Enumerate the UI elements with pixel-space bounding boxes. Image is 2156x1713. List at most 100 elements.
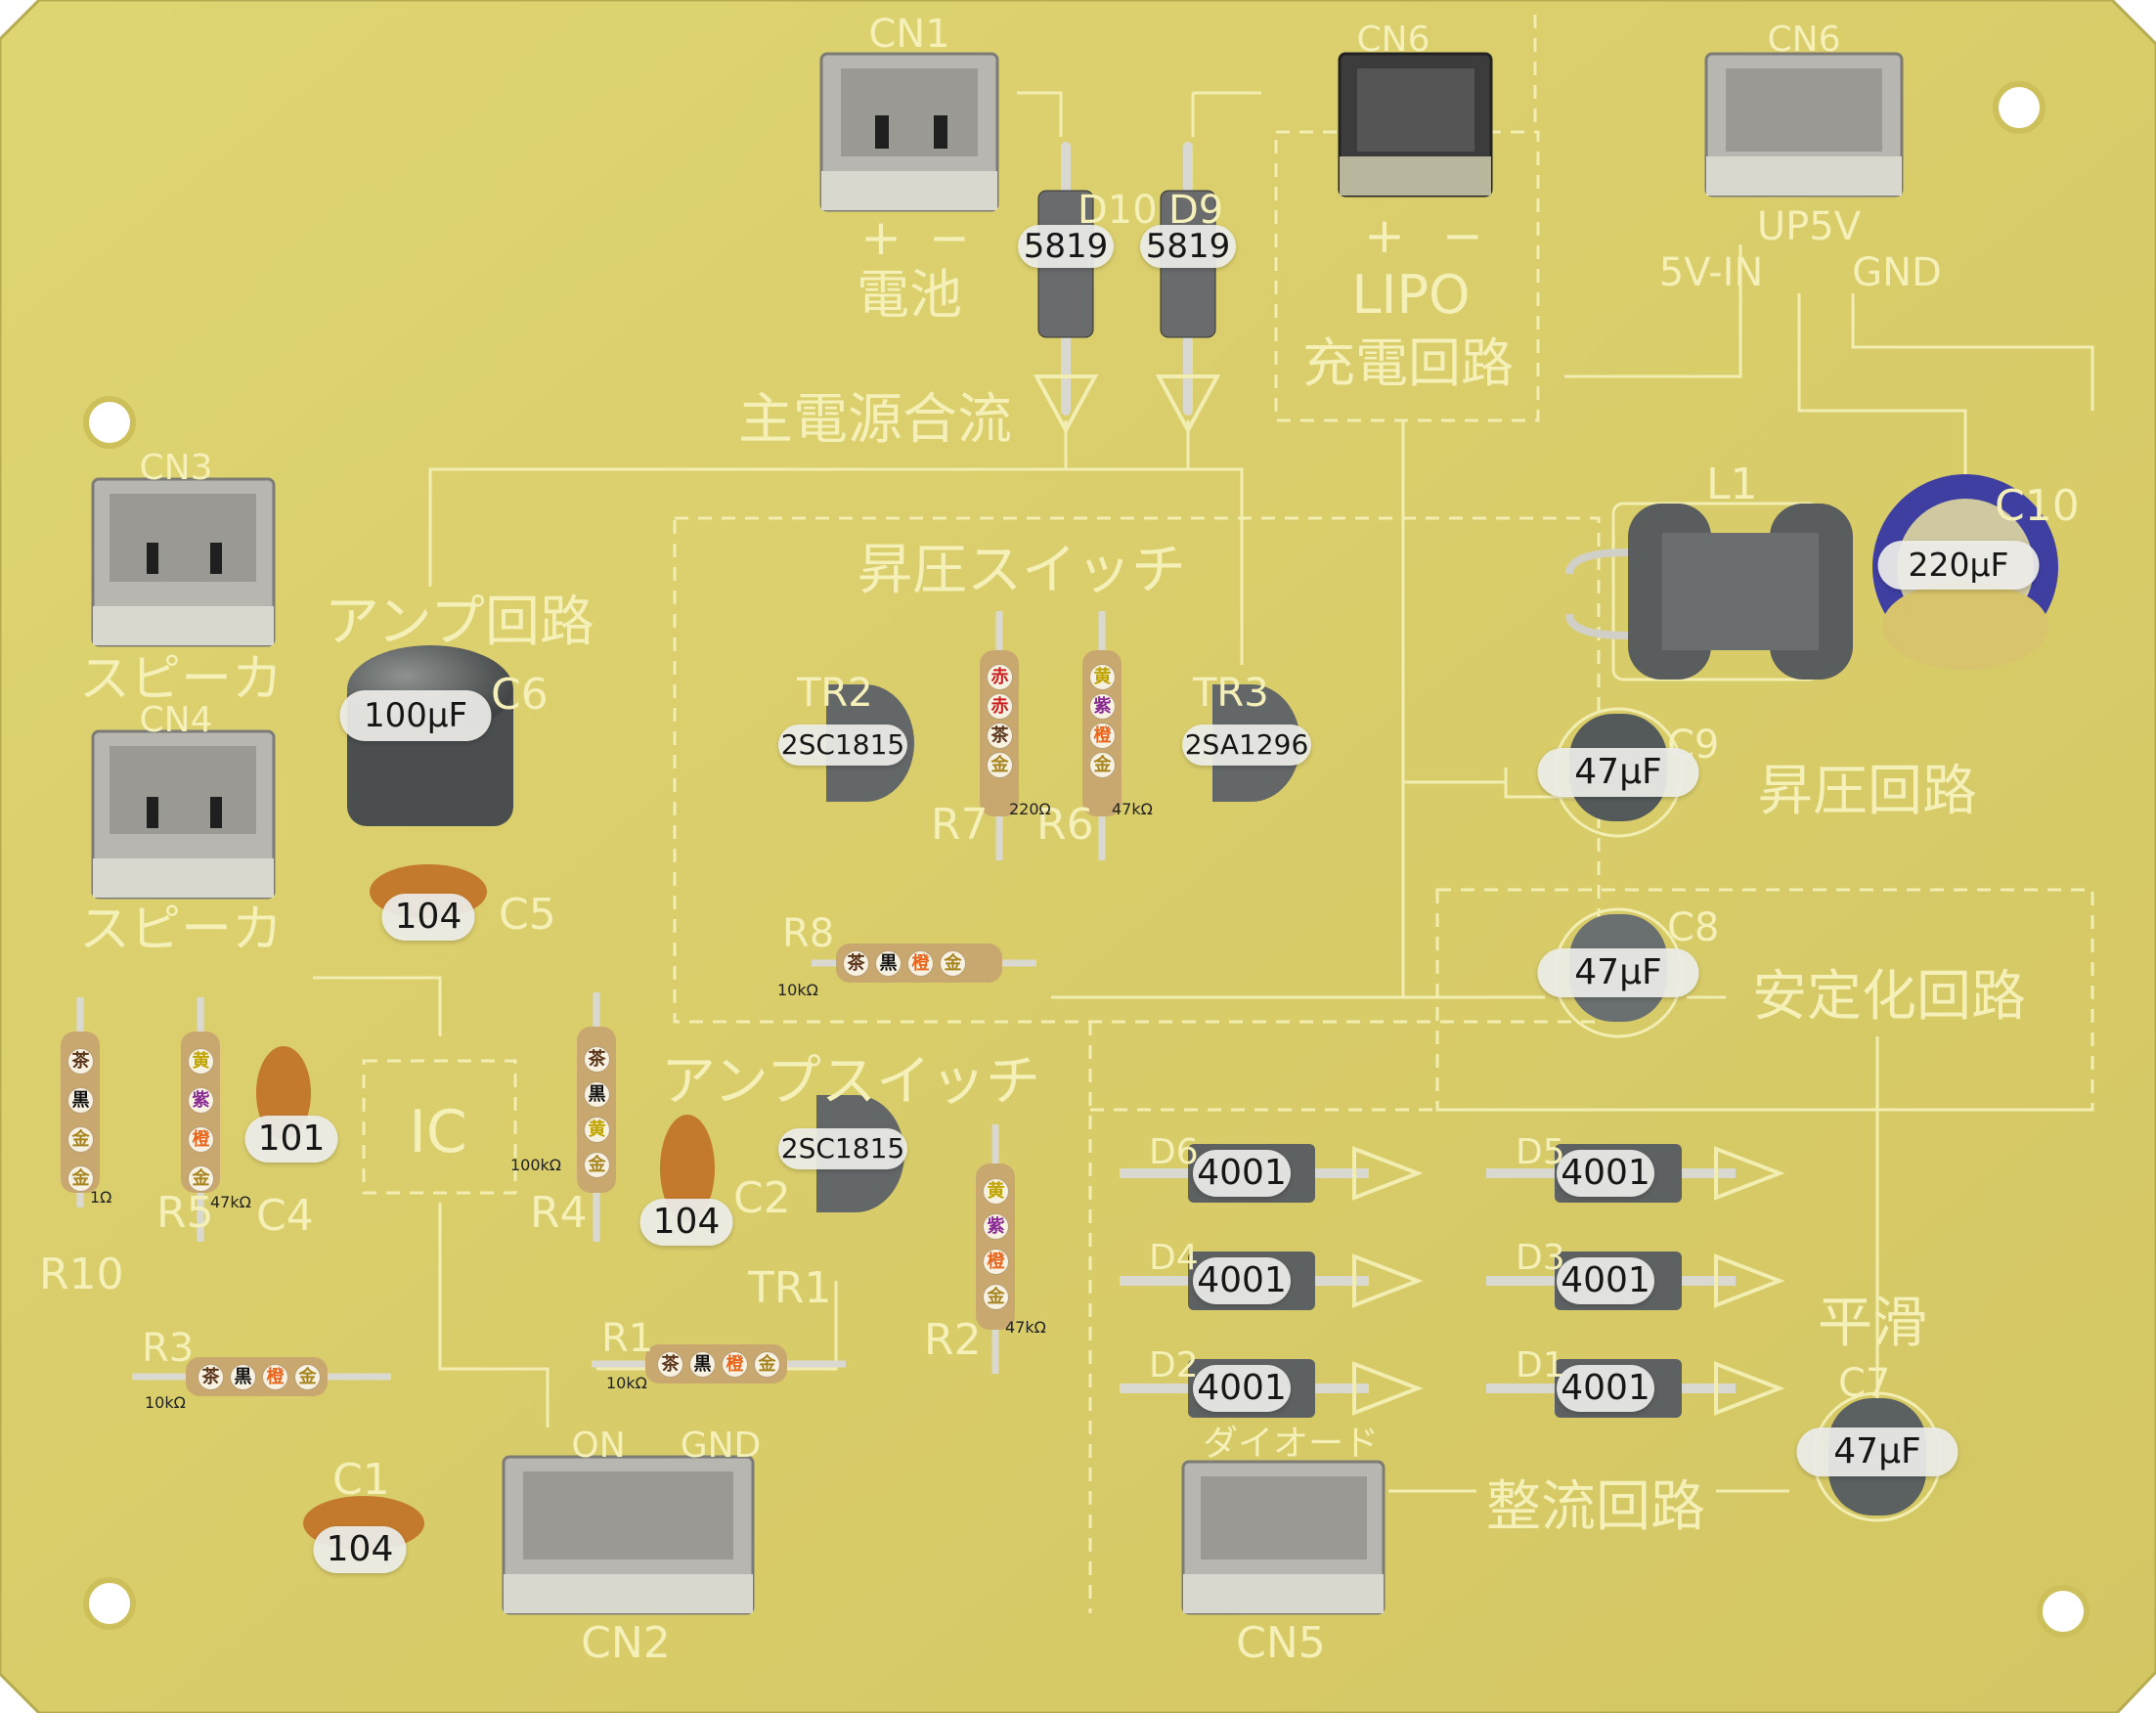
- connector-cn2[interactable]: [502, 1455, 755, 1615]
- connector-cn4-speaker[interactable]: [91, 729, 276, 900]
- resistor-r2-value: 47kΩ: [1005, 1318, 1046, 1337]
- part-tr1: 2SC1815: [778, 1128, 907, 1169]
- ref-r4: R4: [530, 1188, 588, 1238]
- part-c2: 104: [639, 1199, 733, 1246]
- resistor-r1-value: 10kΩ: [606, 1374, 647, 1392]
- inductor-l1: [1565, 502, 1853, 681]
- silk-gnd: GND: [1852, 250, 1942, 295]
- part-c6: 100μF: [339, 690, 492, 741]
- resistor-r3-value: 10kΩ: [145, 1393, 186, 1412]
- part-c7: 47μF: [1796, 1428, 1958, 1476]
- mounting-hole: [2037, 1585, 2090, 1638]
- silk-arrows: [313, 91, 2094, 1493]
- silk-speaker-1: スピーカ: [79, 650, 283, 709]
- resistor-r7-value: 220Ω: [1009, 800, 1051, 818]
- part-d6: 4001: [1193, 1150, 1291, 1197]
- resistor-r8-band-4: 金: [940, 950, 966, 977]
- mounting-hole: [1993, 81, 2046, 134]
- connector-cn6-up5v[interactable]: [1704, 52, 1904, 198]
- ref-d4: D4: [1149, 1238, 1199, 1278]
- merge-triangles: [1033, 374, 1221, 435]
- ref-cn1: CN1: [868, 12, 949, 57]
- silk-plus-battery: +: [860, 209, 902, 266]
- resistor-r4-band-3: 黄: [584, 1117, 610, 1143]
- silk-boost-switch: 昇圧スイッチ: [858, 539, 1186, 602]
- silk-amp-circuit: アンプ回路: [325, 591, 594, 654]
- resistor-r8-band-1: 茶: [843, 950, 869, 977]
- resistor-r10-band-3: 金: [67, 1126, 94, 1153]
- ref-d3: D3: [1516, 1238, 1565, 1278]
- mounting-hole: [83, 1577, 136, 1630]
- ref-tr2: TR2: [796, 671, 873, 716]
- resistor-r5-value: 47kΩ: [210, 1193, 251, 1211]
- resistor-r8-band-2: 黒: [875, 950, 902, 977]
- part-c4: 101: [244, 1116, 338, 1163]
- resistor-r7-band-3: 茶: [987, 723, 1013, 749]
- connector-cn3-speaker[interactable]: [91, 477, 276, 647]
- disc-c2: [660, 1115, 715, 1222]
- ref-c10: C10: [1995, 481, 2080, 531]
- silk-plus-lipo: +: [1364, 207, 1405, 264]
- resistor-r7-band-4: 金: [987, 752, 1013, 778]
- connector-cn5[interactable]: [1181, 1460, 1386, 1615]
- silk-up5v: UP5V: [1757, 204, 1862, 249]
- ref-r8: R8: [782, 911, 834, 956]
- ref-r10: R10: [39, 1250, 124, 1299]
- ref-cn6-up5v: CN6: [1768, 20, 1841, 60]
- ref-r7: R7: [931, 800, 989, 850]
- resistor-r3-band-2: 黒: [230, 1364, 256, 1390]
- silk-on: ON: [571, 1426, 625, 1466]
- resistor-r10-band-4: 金: [67, 1165, 94, 1192]
- silk-5v-in: 5V-IN: [1659, 250, 1764, 295]
- resistor-r8-band-3: 橙: [907, 950, 934, 977]
- ref-r6: R6: [1036, 800, 1094, 850]
- ic-region: [362, 1059, 517, 1195]
- ref-c7: C7: [1838, 1361, 1890, 1406]
- diode-arrow-silk: [1352, 1146, 1785, 1416]
- resistor-r10-band-2: 黒: [67, 1087, 94, 1114]
- part-c9: 47μF: [1537, 748, 1699, 797]
- silk-diode: ダイオード: [1203, 1424, 1379, 1464]
- resistor-r1-body: [592, 1344, 846, 1384]
- connector-cn6-lipo[interactable]: [1338, 52, 1493, 198]
- ref-r2: R2: [924, 1315, 982, 1365]
- part-d3: 4001: [1557, 1257, 1654, 1304]
- resistor-r10-band-1: 茶: [67, 1048, 94, 1075]
- part-d1: 4001: [1557, 1365, 1654, 1412]
- resistor-r1-band-3: 橙: [722, 1351, 748, 1378]
- ref-tr3: TR3: [1192, 671, 1269, 716]
- ref-cn6-lipo: CN6: [1357, 20, 1430, 60]
- resistor-r4-band-4: 金: [584, 1152, 610, 1178]
- ref-c1: C1: [332, 1455, 390, 1505]
- part-tr2: 2SC1815: [778, 725, 907, 766]
- silk-text: CN1 CN6 CN6 CN3 CN4 CN2 CN5 + − 電池 + − L…: [39, 12, 2080, 1668]
- part-d4: 4001: [1193, 1257, 1291, 1304]
- resistor-r4-band-1: 茶: [584, 1046, 610, 1073]
- ref-cn2: CN2: [581, 1618, 671, 1668]
- ref-cn3: CN3: [140, 448, 213, 488]
- ref-r3: R3: [142, 1326, 194, 1371]
- silk-minus-battery: −: [929, 209, 970, 266]
- ref-d6: D6: [1149, 1132, 1199, 1172]
- ref-r5: R5: [156, 1188, 214, 1238]
- part-c1: 104: [313, 1526, 407, 1573]
- ref-c4: C4: [256, 1191, 314, 1241]
- part-d5: 4001: [1557, 1150, 1654, 1197]
- ref-c8: C8: [1667, 905, 1719, 950]
- resistor-r5-band-4: 金: [188, 1165, 214, 1192]
- resistor-r6-band-3: 橙: [1089, 723, 1116, 749]
- resistor-r4-value: 100kΩ: [510, 1156, 562, 1174]
- ref-d1: D1: [1516, 1345, 1565, 1385]
- resistor-r7-band-1: 赤: [987, 664, 1013, 690]
- silk-amp-switch: アンプスイッチ: [661, 1050, 1040, 1114]
- resistor-r3-band-3: 橙: [262, 1364, 288, 1390]
- silk-rectify: 整流回路: [1486, 1475, 1705, 1539]
- resistor-r7-band-2: 赤: [987, 693, 1013, 720]
- connector-cn1[interactable]: [819, 52, 999, 212]
- resistor-r6-value: 47kΩ: [1112, 800, 1153, 818]
- part-tr3: 2SA1296: [1182, 725, 1311, 766]
- silk-speaker-2: スピーカ: [79, 900, 283, 959]
- resistor-r3-band-4: 金: [294, 1364, 321, 1390]
- resistor-r3-body: [132, 1357, 391, 1396]
